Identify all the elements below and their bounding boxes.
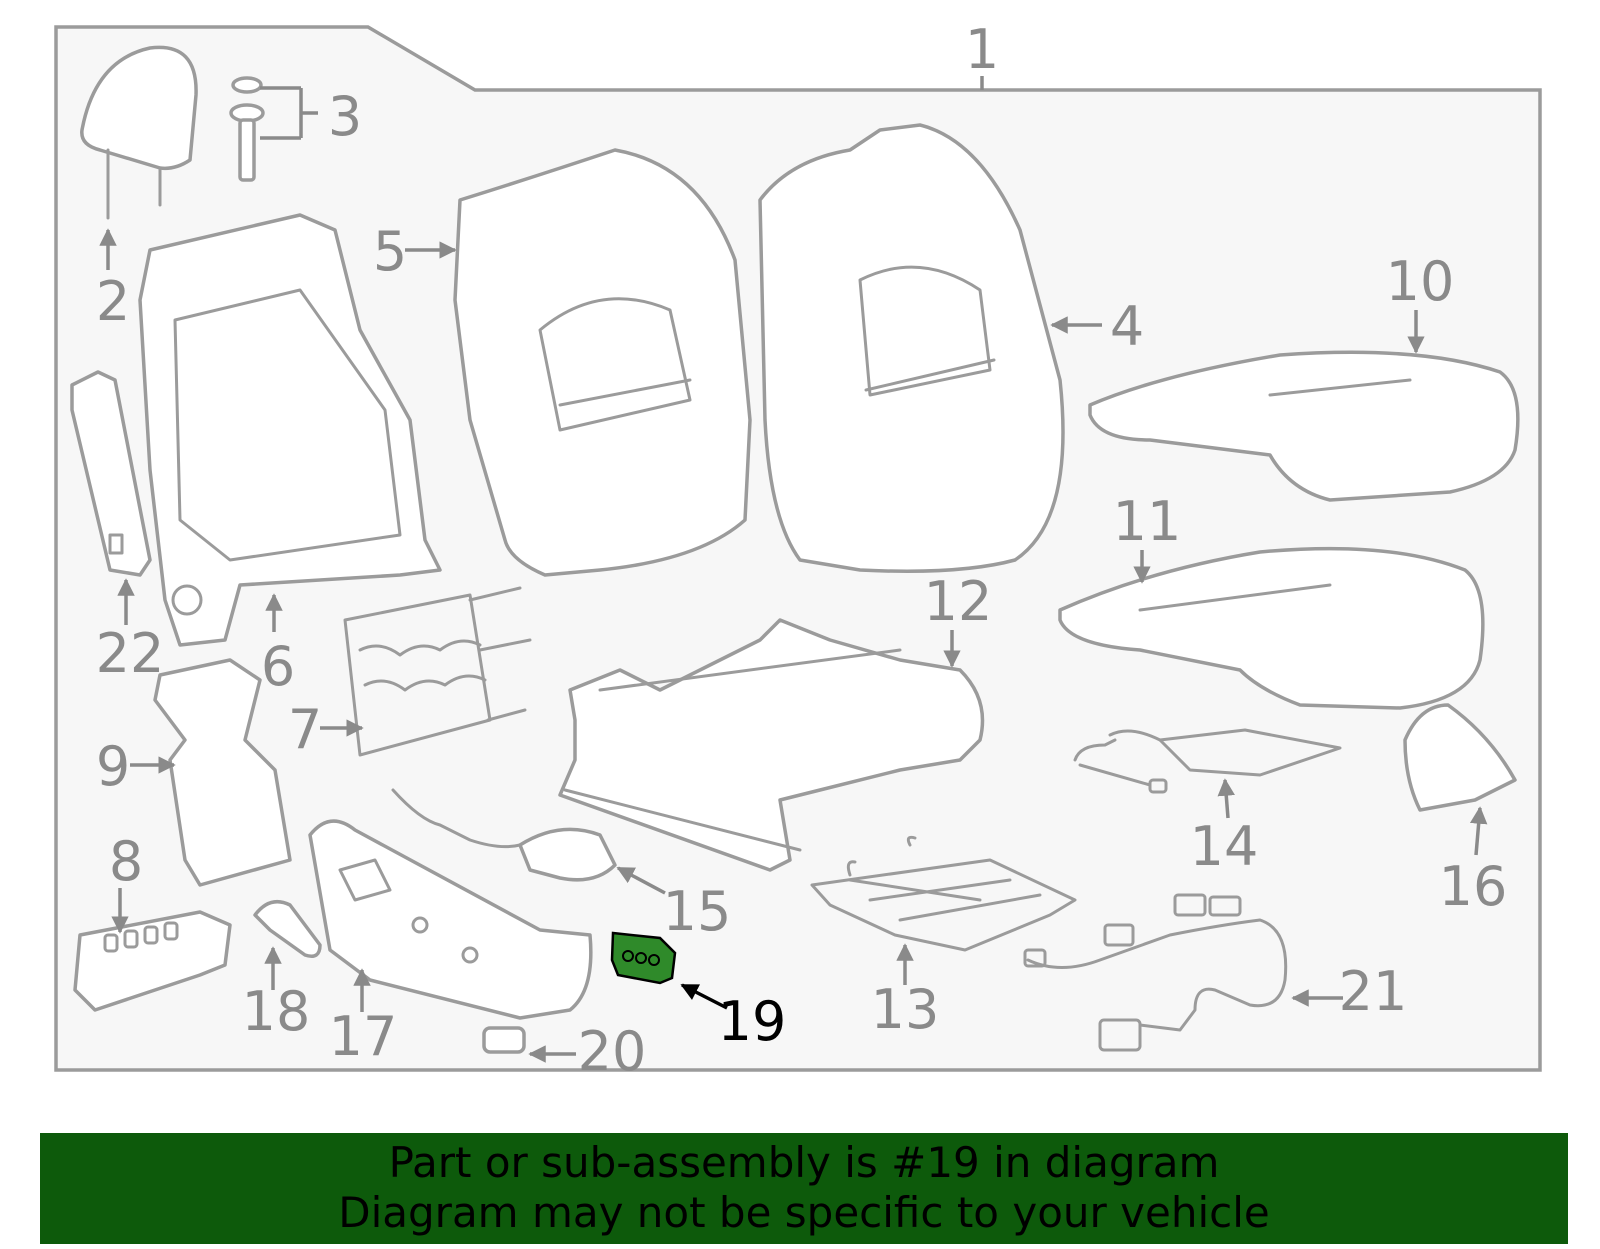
cushion-wire-frame [810,835,1077,952]
seat-back-frame [138,213,442,647]
callout-14: 14 [1190,815,1259,878]
banner-line-part-number: Part or sub-assembly is #19 in diagram [388,1138,1220,1187]
seat-cushion-pad [1058,546,1485,710]
seat-adjuster-switch-highlighted [610,931,677,985]
callout-7: 7 [288,698,322,761]
side-trim-panel [70,370,152,577]
callout-3: 3 [328,85,362,148]
headrest [80,45,198,220]
callout-2: 2 [96,270,130,333]
corner-trim-cover [1403,703,1517,812]
callout-20: 20 [578,1020,647,1083]
seat-switch-module [73,910,232,1012]
callout-5: 5 [373,220,407,283]
leader-lines [99,86,1488,1063]
part-info-banner: Part or sub-assembly is #19 in diagram D… [40,1133,1568,1244]
callout-22: 22 [96,622,165,685]
callout-18: 18 [242,980,311,1043]
switch-knob [482,1026,526,1054]
callout-17: 17 [329,1005,398,1068]
callout-19-highlighted: 19 [718,990,787,1053]
seat-back-cover [758,123,1065,573]
callout-15: 15 [663,880,732,943]
seat-adjuster-frame [558,618,985,872]
callout-6: 6 [261,635,295,698]
side-shield [308,819,593,1020]
seat-cushion-cover [1088,350,1520,502]
callout-8: 8 [109,830,143,893]
banner-line-disclaimer: Diagram may not be specific to your vehi… [338,1188,1270,1237]
lumbar-wire-mat [343,586,532,757]
callout-labels: 1 2 3 4 5 6 7 8 9 10 11 12 13 14 15 16 1… [96,18,1508,1083]
adjuster-cable [391,788,617,882]
lumbar-support-panel [153,658,292,887]
callout-10: 10 [1386,250,1455,313]
headrest-guides [229,76,265,182]
callout-11: 11 [1113,490,1182,553]
callout-13: 13 [871,978,940,1041]
callout-12: 12 [924,570,993,633]
callout-1: 1 [965,18,999,81]
recliner-handle [253,899,322,958]
callout-4: 4 [1110,295,1144,358]
wiring-harness [1023,893,1288,1052]
callout-16: 16 [1439,855,1508,918]
callout-21: 21 [1339,960,1408,1023]
seat-heater-mat [1073,728,1342,794]
callout-9: 9 [96,735,130,798]
seat-back-pad [453,148,752,577]
